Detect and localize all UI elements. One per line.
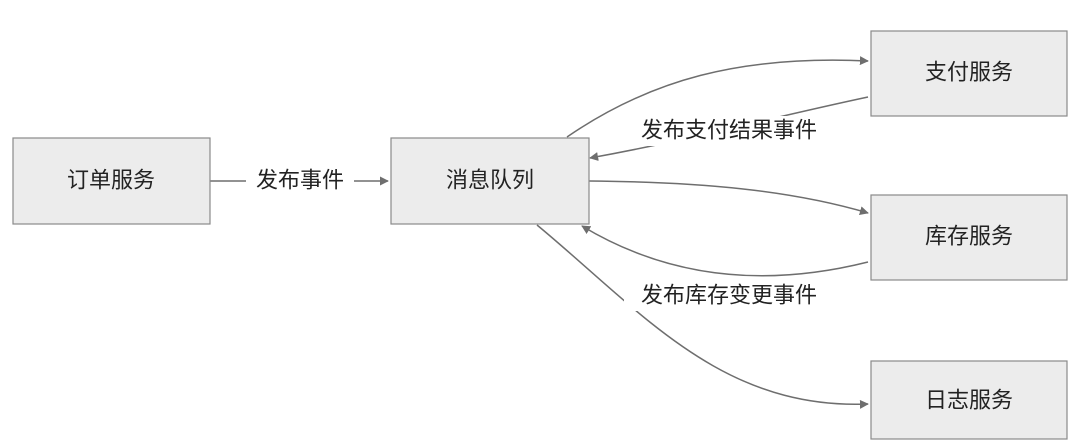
edge-mq-to-inventory-line [588,180,869,216]
edge-label-order-to-mq-text: 发布事件 [256,169,344,194]
edge-label-inventory-to-mq: 发布库存变更事件 [624,281,834,311]
node-log-service[interactable]: 日志服务 [870,360,1068,440]
node-order-service-box [12,137,211,225]
node-message-queue-label: 消息队列 [446,169,534,194]
edge-inventory-to-mq-line [581,225,869,277]
node-inventory-service[interactable]: 库存服务 [870,194,1068,281]
node-inventory-service-label: 库存服务 [925,225,1013,250]
node-order-service[interactable]: 订单服务 [12,137,211,225]
edge-mq-to-payment [566,56,869,138]
node-payment-service-box [870,30,1068,117]
node-order-service-label: 订单服务 [67,169,155,194]
edge-label-payment-to-mq: 发布支付结果事件 [624,116,834,146]
node-payment-service-label: 支付服务 [925,61,1013,86]
node-message-queue-box [390,137,590,225]
edge-inventory-to-mq [581,225,869,277]
edge-mq-to-inventory [588,180,869,216]
node-log-service-box [870,360,1068,440]
node-inventory-service-box [870,194,1068,281]
edge-mq-to-log-line [536,224,869,409]
edge-label-order-to-mq: 发布事件 [246,166,354,196]
edge-label-payment-to-mq-text: 发布支付结果事件 [641,119,817,144]
node-log-service-label: 日志服务 [925,389,1013,414]
edge-mq-to-log [536,224,869,409]
edge-mq-to-payment-line [566,56,869,138]
edge-label-inventory-to-mq-text: 发布库存变更事件 [641,284,817,309]
node-payment-service[interactable]: 支付服务 [870,30,1068,117]
node-message-queue[interactable]: 消息队列 [390,137,590,225]
